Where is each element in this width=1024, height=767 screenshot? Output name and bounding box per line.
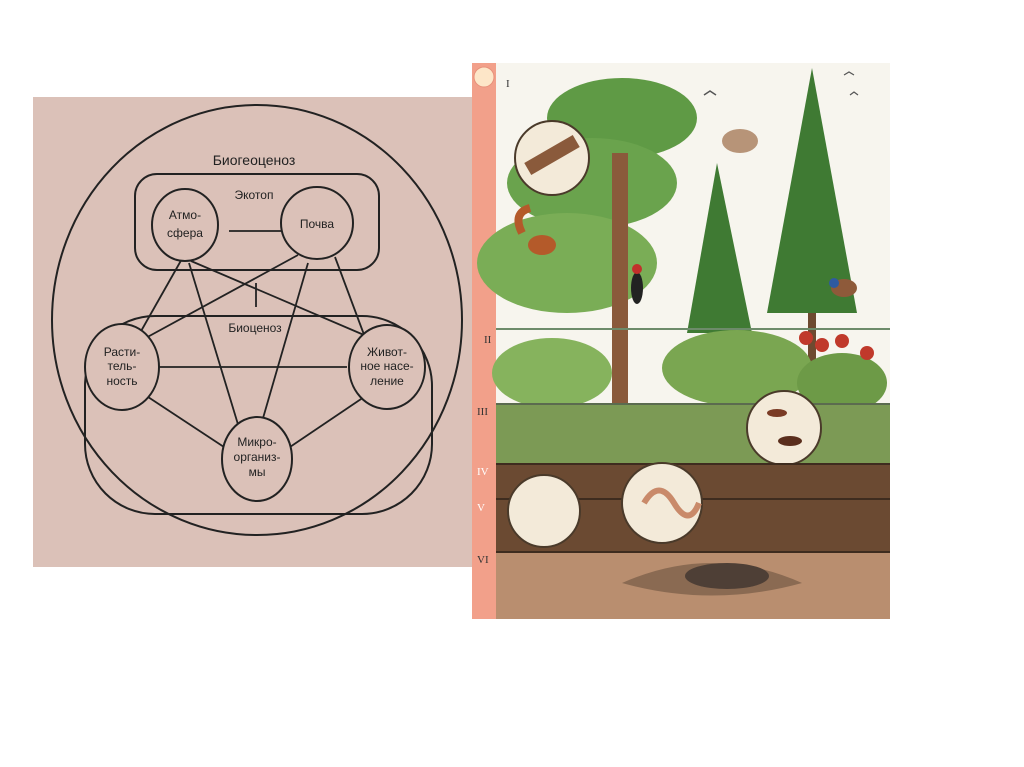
layer-line: [496, 328, 890, 330]
shrub: [797, 353, 887, 413]
flying-bird-icon: [849, 91, 859, 96]
layer-line: [496, 403, 890, 405]
connections: [135, 230, 372, 450]
micro-label-line1: Микро-: [237, 435, 276, 449]
biocenosis-box: [84, 315, 433, 515]
microorganisms-node: [221, 416, 293, 502]
spruce-tree: [687, 163, 752, 333]
ants-inset: [746, 390, 822, 466]
animals-label-line1: Живот-: [367, 345, 407, 359]
ecotope-label: Экотоп: [235, 188, 274, 202]
earthworm-icon: [641, 487, 702, 519]
soil-node: [280, 186, 354, 260]
sun-strip: [472, 63, 496, 619]
link-soil-animals: [334, 256, 367, 341]
worms-inset: [621, 462, 703, 544]
squirrel: [528, 235, 556, 255]
woodpecker-head: [632, 264, 642, 274]
link-vegetation-micro: [141, 392, 228, 450]
forest-layers-picture: I II III IV V VI: [472, 63, 890, 619]
woodpecker: [631, 272, 643, 304]
layer-line: [496, 551, 890, 553]
forest-layers-illustration: I II III IV V VI: [472, 63, 890, 619]
badger: [685, 563, 769, 589]
link-soil-micro: [258, 262, 309, 433]
rose-hip: [815, 338, 829, 352]
layer-label-5: V: [477, 502, 485, 514]
animals-node: [348, 324, 426, 410]
shrub: [662, 330, 812, 406]
ecotope-box: [134, 173, 380, 271]
spruce-tree: [767, 68, 857, 313]
layer-label-1: I: [506, 78, 510, 90]
beetle-icon: [778, 436, 802, 446]
vegetation-node: [84, 323, 160, 411]
soil-organisms-inset: [507, 474, 581, 548]
layer-label-3: III: [477, 406, 488, 418]
layer-label-2: II: [484, 334, 492, 346]
shrub: [492, 338, 612, 408]
atmosphere-node: [151, 188, 219, 262]
pine-crown: [547, 78, 697, 158]
animals-label-line3: ление: [370, 374, 404, 388]
layer-label-6: VI: [477, 554, 489, 566]
flying-bird-icon: [843, 71, 855, 76]
spruce-trunk: [808, 313, 816, 403]
link-animals-micro: [286, 394, 368, 450]
rose-hip: [799, 331, 813, 345]
biogeocenosis-diagram: Биогеоценоз Экотоп Биоценоз Атмо- сфера …: [51, 104, 463, 536]
biogeocenosis-diagram-panel: Биогеоценоз Экотоп Биоценоз Атмо- сфера …: [33, 97, 478, 567]
layer-label-4: IV: [477, 466, 489, 478]
vegetation-label-line1: Расти-: [104, 345, 140, 359]
squirrel-tail: [514, 204, 532, 235]
pine-trunk: [612, 153, 628, 463]
link-atmosphere-animals: [190, 260, 372, 339]
biogeocenosis-circle: [51, 104, 463, 536]
oak-crown: [477, 213, 657, 313]
soil-label: Почва: [300, 217, 335, 231]
vegetation-label-line3: ность: [106, 374, 137, 388]
atmosphere-label-line1: Атмо-: [169, 208, 201, 222]
bark-branch: [524, 134, 580, 176]
biocenosis-label: Биоценоз: [228, 321, 282, 335]
micro-label-line3: мы: [249, 465, 266, 479]
link-soil-vegetation: [141, 254, 299, 341]
animals-label-line2: ное насе-: [360, 359, 413, 373]
jay-bird: [722, 129, 758, 153]
robin-head: [829, 278, 839, 288]
vegetation-label-line2: тель-: [108, 359, 137, 373]
layer-line: [496, 463, 890, 465]
sun-icon: [473, 66, 495, 88]
ant-icon: [767, 409, 787, 417]
link-atmosphere-vegetation: [135, 256, 184, 341]
rose-hip: [835, 334, 849, 348]
atmosphere-label-line2: сфера: [167, 226, 203, 240]
herb-layer: [496, 403, 890, 463]
flying-bird-icon: [703, 90, 717, 96]
biogeocenosis-title: Биогеоценоз: [213, 152, 296, 168]
link-atmosphere-micro: [188, 262, 241, 432]
rose-hip: [860, 346, 874, 360]
micro-label-line2: организ-: [234, 450, 281, 464]
